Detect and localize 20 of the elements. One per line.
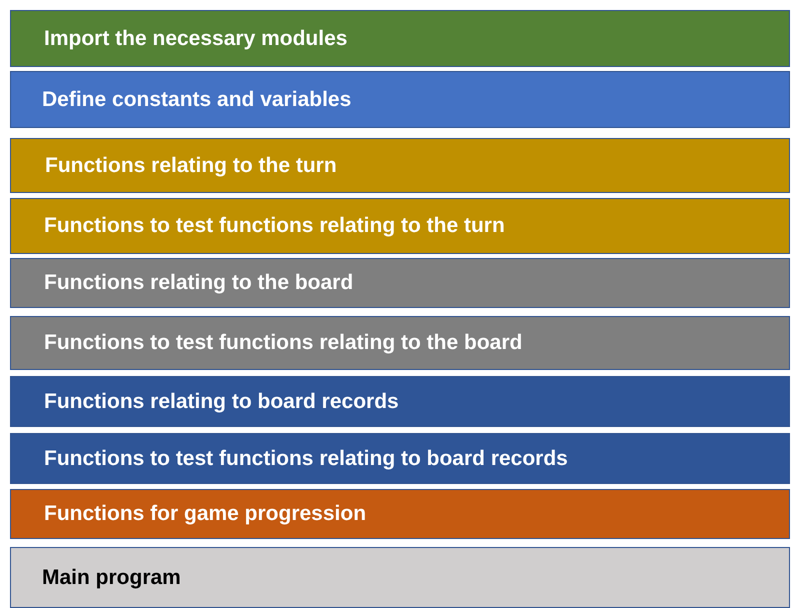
section-band [10, 376, 790, 427]
section-band [10, 10, 790, 67]
section-band [10, 489, 790, 539]
section-band [10, 138, 790, 193]
section-title: Functions for game progression [44, 502, 366, 526]
section-band [10, 316, 790, 370]
section-title: Functions relating to the board [44, 271, 354, 295]
section-title: Functions to test functions relating to board records [44, 446, 568, 470]
section-title: Main program [42, 566, 181, 590]
section-title: Define constants and variables [42, 88, 352, 112]
section-band [10, 71, 790, 128]
section-title: Import the necessary modules [44, 26, 348, 50]
section-band [10, 433, 790, 484]
section-title: Functions to test functions relating to the turn [44, 214, 505, 238]
section-band [10, 198, 790, 254]
section-band [10, 547, 790, 608]
section-band [10, 258, 790, 308]
section-title: Functions to test functions relating to the board [44, 331, 522, 355]
section-title: Functions relating to board records [44, 390, 399, 414]
section-title: Functions relating to the turn [45, 154, 337, 178]
